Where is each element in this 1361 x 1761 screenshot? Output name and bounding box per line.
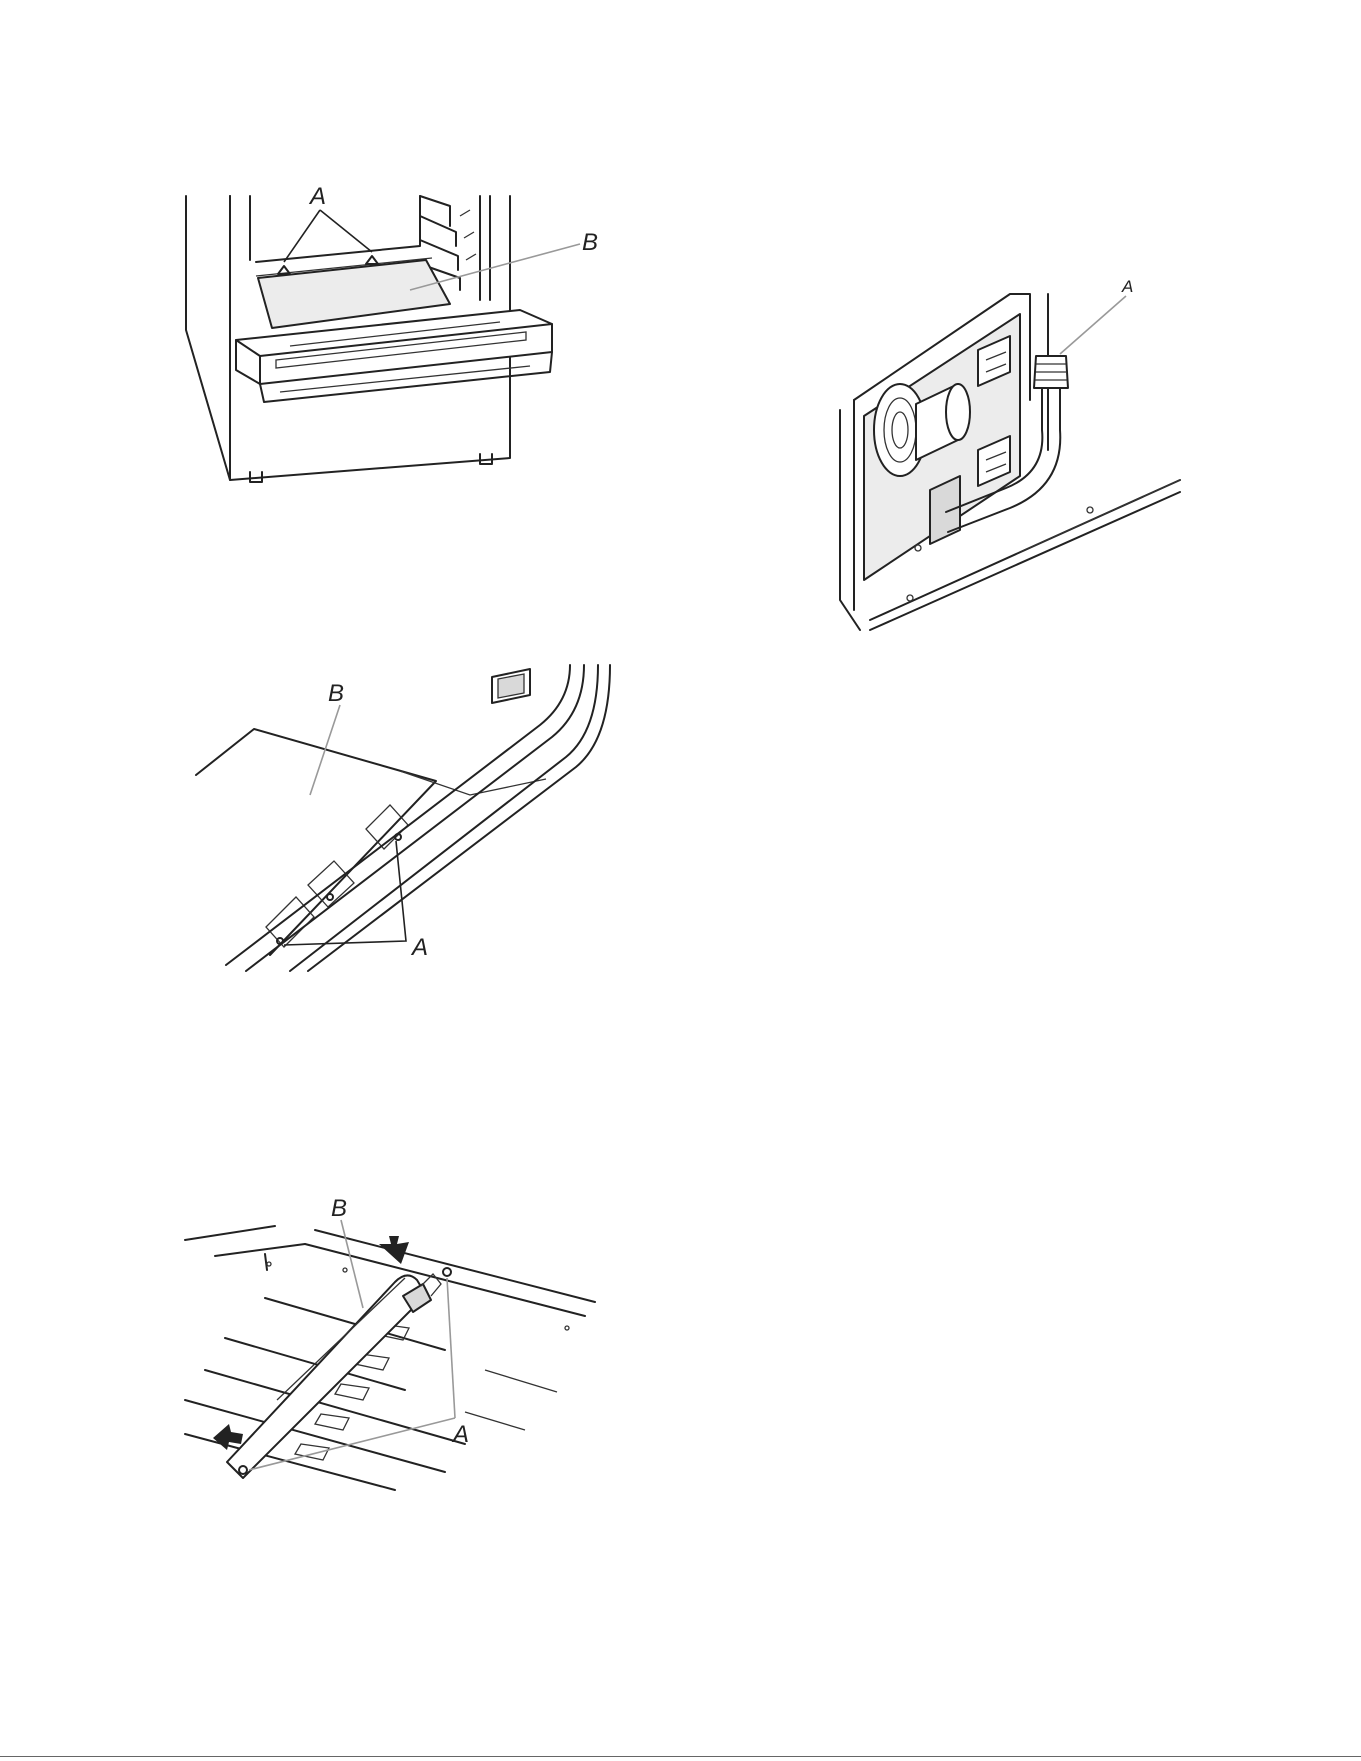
screw-top [443,1268,451,1276]
screw-1 [277,938,283,944]
burner-tube-illustration: B A [185,1200,595,1500]
panel-screws-illustration: B A [190,665,610,985]
figure-burner-tube: B A [185,1200,595,1500]
oven-illustration: A B [180,180,620,480]
arrow-up-icon [379,1236,409,1264]
label-a: A [308,183,326,210]
figure-oven-bottom-panel: A B [180,180,620,480]
burner-illustration: A [810,280,1190,640]
label-a: A [410,934,428,961]
label-b: B [328,680,344,707]
figure-burner-fitting: A [810,280,1190,640]
figure-panel-screws: B A [190,665,610,985]
screw-3 [395,834,401,840]
screw-2 [327,894,333,900]
label-b: B [582,229,598,256]
label-a: A [451,1421,469,1448]
label-a: A [1121,277,1133,296]
screw-right [366,256,378,264]
page-footer-rule [0,1756,1361,1757]
label-b: B [331,1195,347,1222]
